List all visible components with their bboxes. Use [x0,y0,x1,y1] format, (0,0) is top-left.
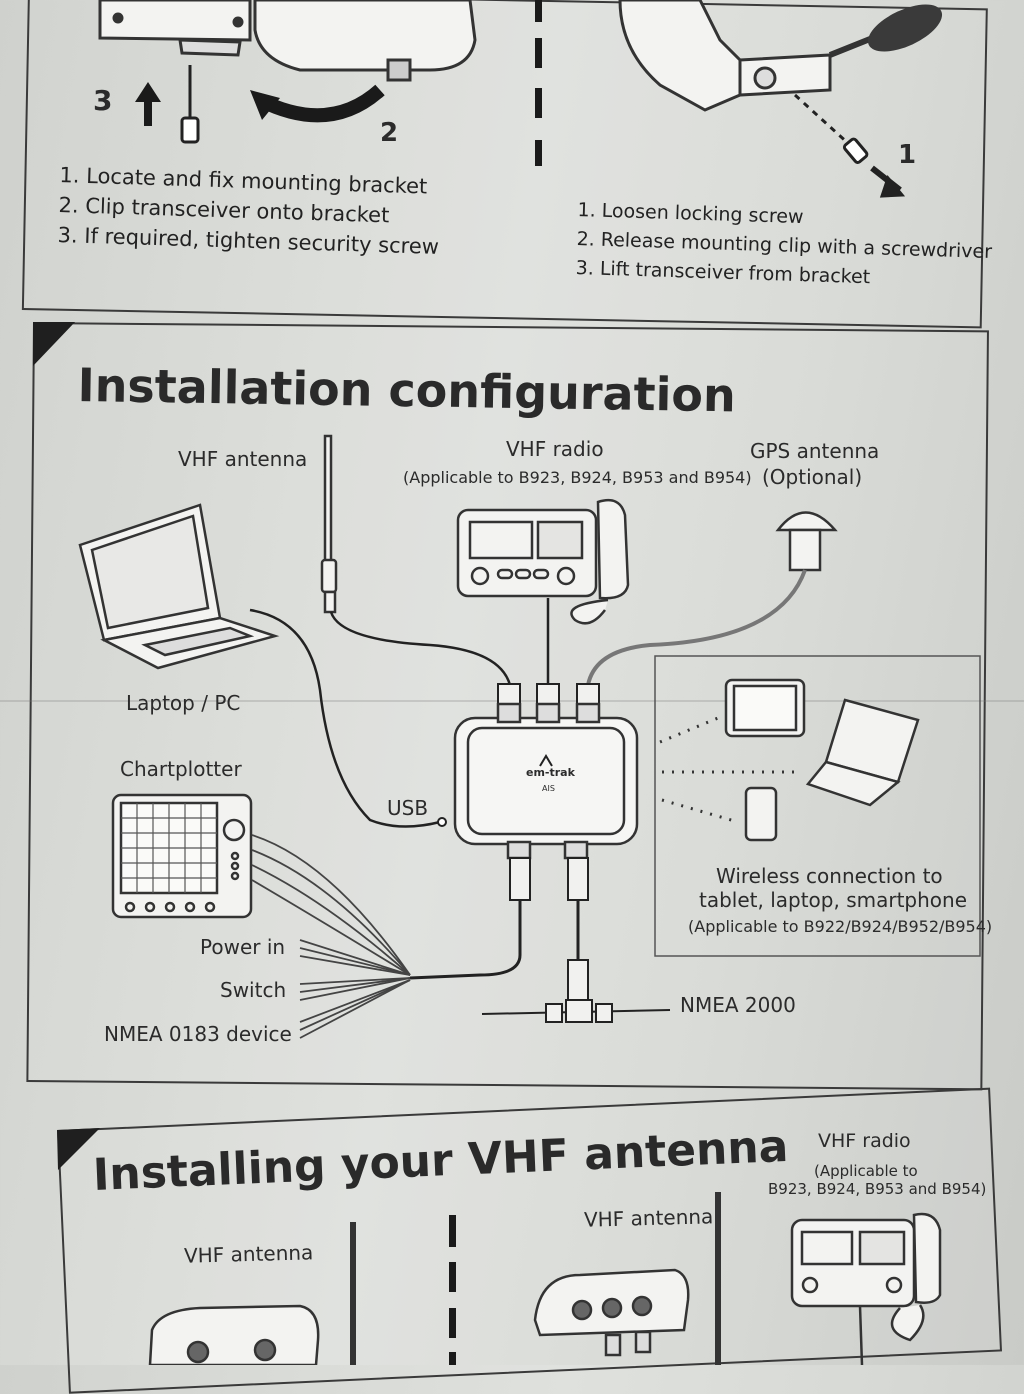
locking-screw-icon [793,93,906,198]
mounting-illustrations [98,0,943,198]
divider-dash [449,1308,456,1338]
panel-corner [33,322,75,366]
vhf-radio-label: VHF radio [506,437,604,461]
bracket-illustration [98,0,477,82]
power-in-label: Power in [200,935,286,959]
nmea2000-label: NMEA 2000 [680,993,796,1017]
divider-dash [535,88,542,118]
em-trak-device [453,702,639,860]
screwdriver-icon [828,4,943,58]
divider-dash [535,38,542,68]
smartphone-icon [744,786,778,842]
up-arrow-icon [135,82,161,126]
vhf-install-illustrations [148,1192,942,1365]
gps-note: (Optional) [762,465,863,489]
wireless-label-2: tablet, laptop, smartphone [699,888,968,912]
divider-dash [449,1352,456,1365]
mid-transceiver-icon [533,1268,690,1357]
device-model: AIS [542,784,555,793]
callout-1: 1 [898,140,917,170]
wireless-note: (Applicable to B922/B924/B952/B954) [688,917,993,936]
device-brand: em-trak [526,766,575,779]
wireless-box [654,655,981,957]
divider-dash [449,1215,456,1247]
vhf-radio-install-note-1: (Applicable to [814,1162,918,1180]
divider-dash [535,0,542,22]
usb-label: USB [387,796,429,820]
vhf-radio-install-note-2: B923, B924, B953 and B954) [768,1180,987,1198]
gps-antenna-icon [775,511,838,572]
vhf-radio-icon [456,498,630,625]
curved-arrow-icon [250,84,385,123]
laptop-icon [78,503,280,670]
antenna-rod-icon [350,1192,721,1365]
divider-dash [535,140,542,166]
installation-diagram [78,434,981,1039]
laptop-label: Laptop / PC [126,691,241,715]
gps-antenna-label: GPS antenna [750,439,880,463]
em-trak-logo-icon [539,754,553,767]
tablet-icon [724,678,806,738]
transceiver-removal-illustration [618,0,832,112]
switch-label: Switch [220,978,287,1002]
divider-dash [449,1262,456,1292]
vhf-antenna-label: VHF antenna [178,447,308,471]
callout-3: 3 [93,84,113,117]
panel-corner-2 [57,1128,100,1170]
chartplotter-label: Chartplotter [120,757,242,781]
vhf-radio-note: (Applicable to B923, B924, B953 and B954… [403,468,752,487]
wireless-label-1: Wireless connection to [716,864,943,888]
vhf-radio-install-icon [790,1212,942,1365]
vhf-antenna-icon [320,434,338,614]
nmea0183-label: NMEA 0183 device [104,1022,292,1046]
screw-icon [180,65,200,144]
callout-2: 2 [380,118,399,148]
vhf-radio-install-label: VHF radio [818,1130,911,1152]
wireless-laptop-icon [805,698,920,807]
left-transceiver-icon [148,1304,320,1365]
